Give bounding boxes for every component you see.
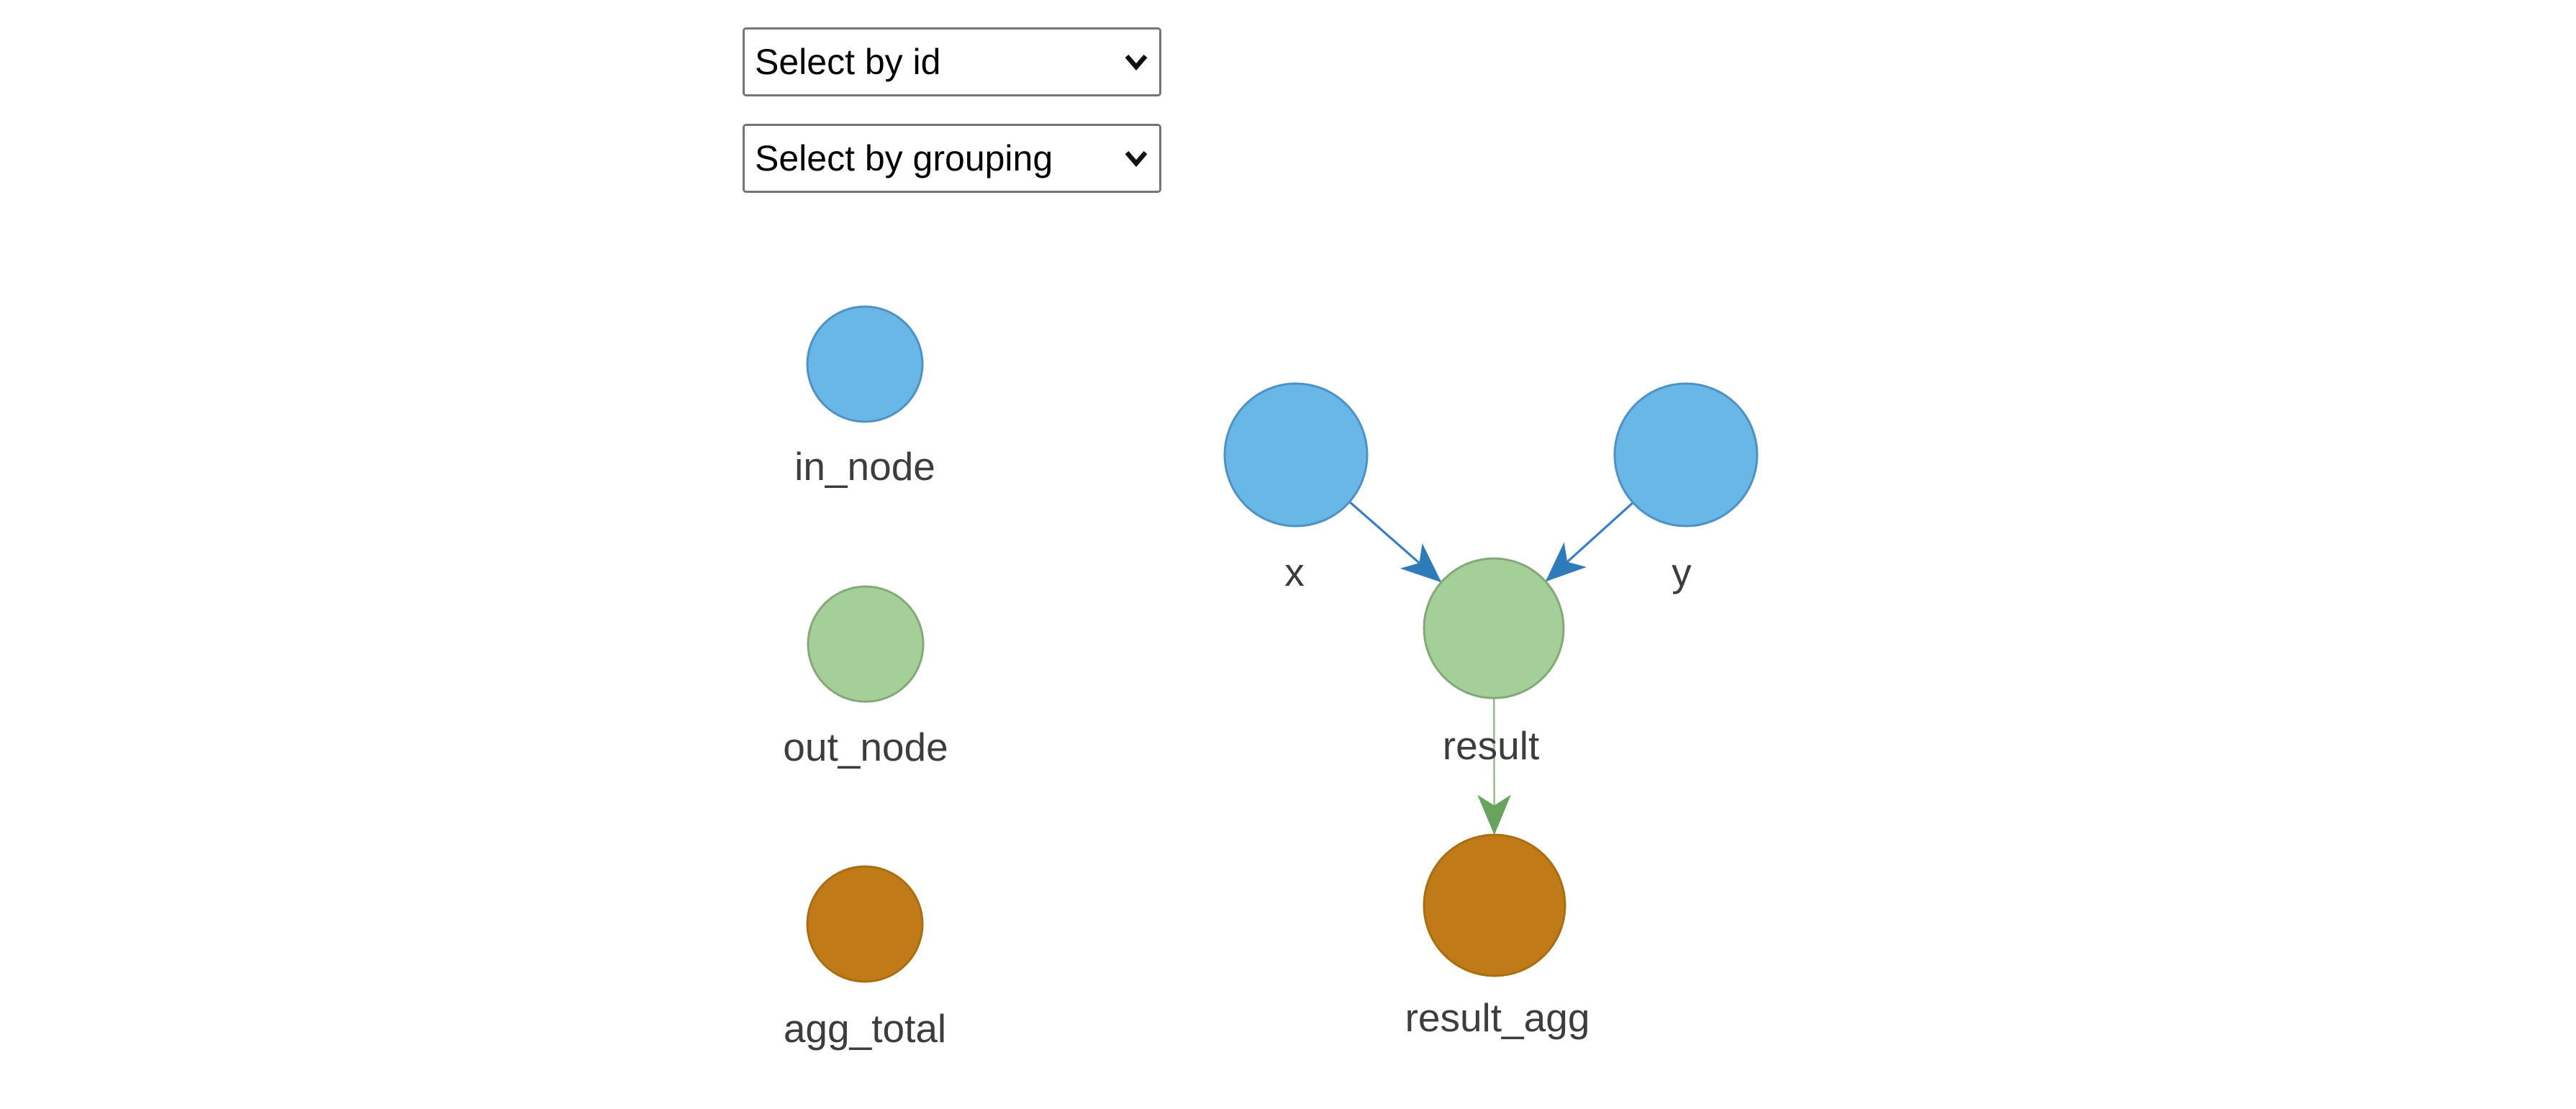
node-result_agg[interactable]: [1423, 833, 1566, 977]
edges-layer: [1348, 501, 1634, 836]
node-label-result: result: [1443, 723, 1540, 768]
legend: in_node out_node agg_total: [783, 305, 948, 1051]
legend-label-out_node: out_node: [783, 725, 948, 769]
nodes-layer: [1223, 382, 1759, 977]
node-label-x: x: [1284, 550, 1305, 594]
node-y[interactable]: [1613, 382, 1759, 528]
node-result[interactable]: [1423, 557, 1565, 700]
node-label-y: y: [1672, 550, 1692, 594]
node-label-result_agg: result_agg: [1405, 995, 1590, 1040]
labels-layer: x y result result_agg: [1284, 550, 1692, 1040]
node-x[interactable]: [1223, 382, 1369, 528]
legend-swatch-out_node: [807, 585, 925, 703]
legend-label-agg_total: agg_total: [784, 1006, 946, 1051]
legend-label-in_node: in_node: [794, 444, 935, 489]
legend-swatch-agg_total: [806, 865, 924, 983]
select-by-id[interactable]: Select by id: [743, 27, 1161, 96]
edge-y-result: [1545, 502, 1634, 582]
edge-x-result: [1348, 501, 1442, 583]
select-by-grouping-wrap: Select by grouping: [743, 124, 1161, 193]
select-by-id-wrap: Select by id: [743, 27, 1161, 96]
legend-swatch-in_node: [806, 305, 924, 423]
select-by-grouping[interactable]: Select by grouping: [743, 124, 1161, 193]
